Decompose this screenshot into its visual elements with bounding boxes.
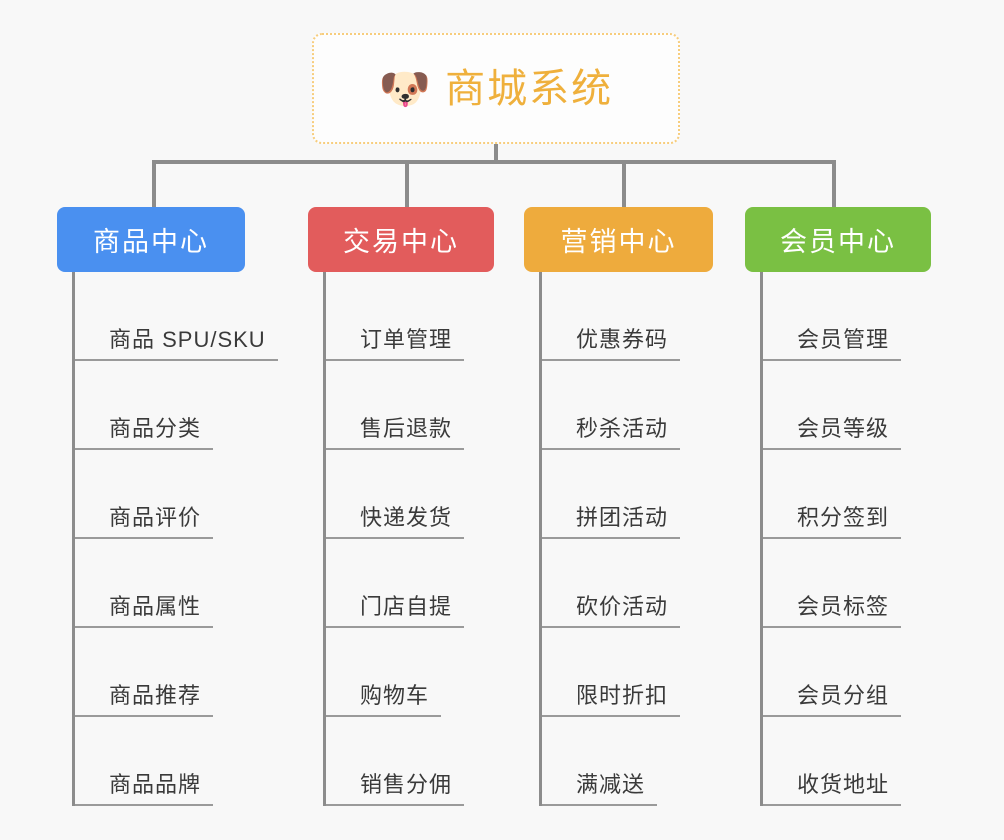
leaf-label: 售后退款 — [326, 416, 465, 450]
list-item[interactable]: 销售分佣 — [326, 717, 494, 806]
connector-drop-4 — [832, 160, 836, 208]
list-item[interactable]: 满减送 — [542, 717, 713, 806]
list-item[interactable]: 砍价活动 — [542, 539, 713, 628]
branch-header[interactable]: 会员中心 — [745, 207, 931, 272]
list-item[interactable]: 商品分类 — [75, 361, 278, 450]
leaf-label: 会员等级 — [763, 416, 902, 450]
branch-items: 商品 SPU/SKU 商品分类 商品评价 商品属性 商品推荐 商品品牌 — [72, 272, 278, 806]
leaf-label: 商品品牌 — [75, 772, 214, 806]
list-item[interactable]: 拼团活动 — [542, 450, 713, 539]
branch-items: 优惠券码 秒杀活动 拼团活动 砍价活动 限时折扣 满减送 — [539, 272, 713, 806]
leaf-label: 秒杀活动 — [542, 416, 681, 450]
branch-product-center: 商品中心 商品 SPU/SKU 商品分类 商品评价 商品属性 商品推荐 商品品牌 — [57, 207, 278, 806]
leaf-label: 砍价活动 — [542, 594, 681, 628]
connector-trunk — [494, 144, 498, 163]
branch-member-center: 会员中心 会员管理 会员等级 积分签到 会员标签 会员分组 收货地址 — [745, 207, 931, 806]
branch-header[interactable]: 交易中心 — [308, 207, 494, 272]
branch-label: 会员中心 — [780, 227, 896, 257]
list-item[interactable]: 积分签到 — [763, 450, 931, 539]
list-item[interactable]: 售后退款 — [326, 361, 494, 450]
list-item[interactable]: 订单管理 — [326, 272, 494, 361]
leaf-label: 会员标签 — [763, 594, 902, 628]
connector-drop-2 — [405, 160, 409, 208]
leaf-label: 限时折扣 — [542, 683, 681, 717]
branch-items: 订单管理 售后退款 快递发货 门店自提 购物车 销售分佣 — [323, 272, 494, 806]
leaf-label: 会员分组 — [763, 683, 902, 717]
list-item[interactable]: 商品 SPU/SKU — [75, 272, 278, 361]
leaf-label: 商品评价 — [75, 505, 214, 539]
leaf-label: 积分签到 — [763, 505, 902, 539]
list-item[interactable]: 商品属性 — [75, 539, 278, 628]
list-item[interactable]: 会员标签 — [763, 539, 931, 628]
list-item[interactable]: 会员等级 — [763, 361, 931, 450]
connector-bus — [152, 160, 836, 164]
list-item[interactable]: 限时折扣 — [542, 628, 713, 717]
connector-drop-1 — [152, 160, 156, 208]
list-item[interactable]: 收货地址 — [763, 717, 931, 806]
root-node[interactable]: 🐶 商城系统 — [312, 33, 680, 144]
leaf-label: 快递发货 — [326, 505, 465, 539]
leaf-label: 商品属性 — [75, 594, 214, 628]
branch-label: 交易中心 — [343, 227, 459, 257]
leaf-label: 满减送 — [542, 772, 658, 806]
branch-label: 营销中心 — [560, 227, 677, 257]
branch-header[interactable]: 营销中心 — [524, 207, 713, 272]
leaf-label: 销售分佣 — [326, 772, 465, 806]
leaf-label: 订单管理 — [326, 327, 465, 361]
list-item[interactable]: 门店自提 — [326, 539, 494, 628]
branch-marketing-center: 营销中心 优惠券码 秒杀活动 拼团活动 砍价活动 限时折扣 满减送 — [524, 207, 713, 806]
branch-label: 商品中心 — [93, 227, 209, 257]
list-item[interactable]: 商品品牌 — [75, 717, 278, 806]
list-item[interactable]: 购物车 — [326, 628, 494, 717]
leaf-label: 会员管理 — [763, 327, 902, 361]
leaf-label: 商品分类 — [75, 416, 214, 450]
branch-header[interactable]: 商品中心 — [57, 207, 245, 272]
branch-trade-center: 交易中心 订单管理 售后退款 快递发货 门店自提 购物车 销售分佣 — [308, 207, 494, 806]
list-item[interactable]: 秒杀活动 — [542, 361, 713, 450]
branch-items: 会员管理 会员等级 积分签到 会员标签 会员分组 收货地址 — [760, 272, 931, 806]
leaf-label: 商品 SPU/SKU — [75, 327, 278, 361]
list-item[interactable]: 商品评价 — [75, 450, 278, 539]
list-item[interactable]: 会员管理 — [763, 272, 931, 361]
dog-face-icon: 🐶 — [378, 64, 432, 112]
list-item[interactable]: 会员分组 — [763, 628, 931, 717]
leaf-label: 拼团活动 — [542, 505, 681, 539]
connector-drop-3 — [622, 160, 626, 208]
leaf-label: 优惠券码 — [542, 327, 681, 361]
leaf-label: 购物车 — [326, 683, 442, 717]
leaf-label: 收货地址 — [763, 772, 902, 806]
leaf-label: 门店自提 — [326, 594, 465, 628]
leaf-label: 商品推荐 — [75, 683, 214, 717]
list-item[interactable]: 商品推荐 — [75, 628, 278, 717]
list-item[interactable]: 优惠券码 — [542, 272, 713, 361]
list-item[interactable]: 快递发货 — [326, 450, 494, 539]
root-title: 商城系统 — [445, 66, 614, 111]
